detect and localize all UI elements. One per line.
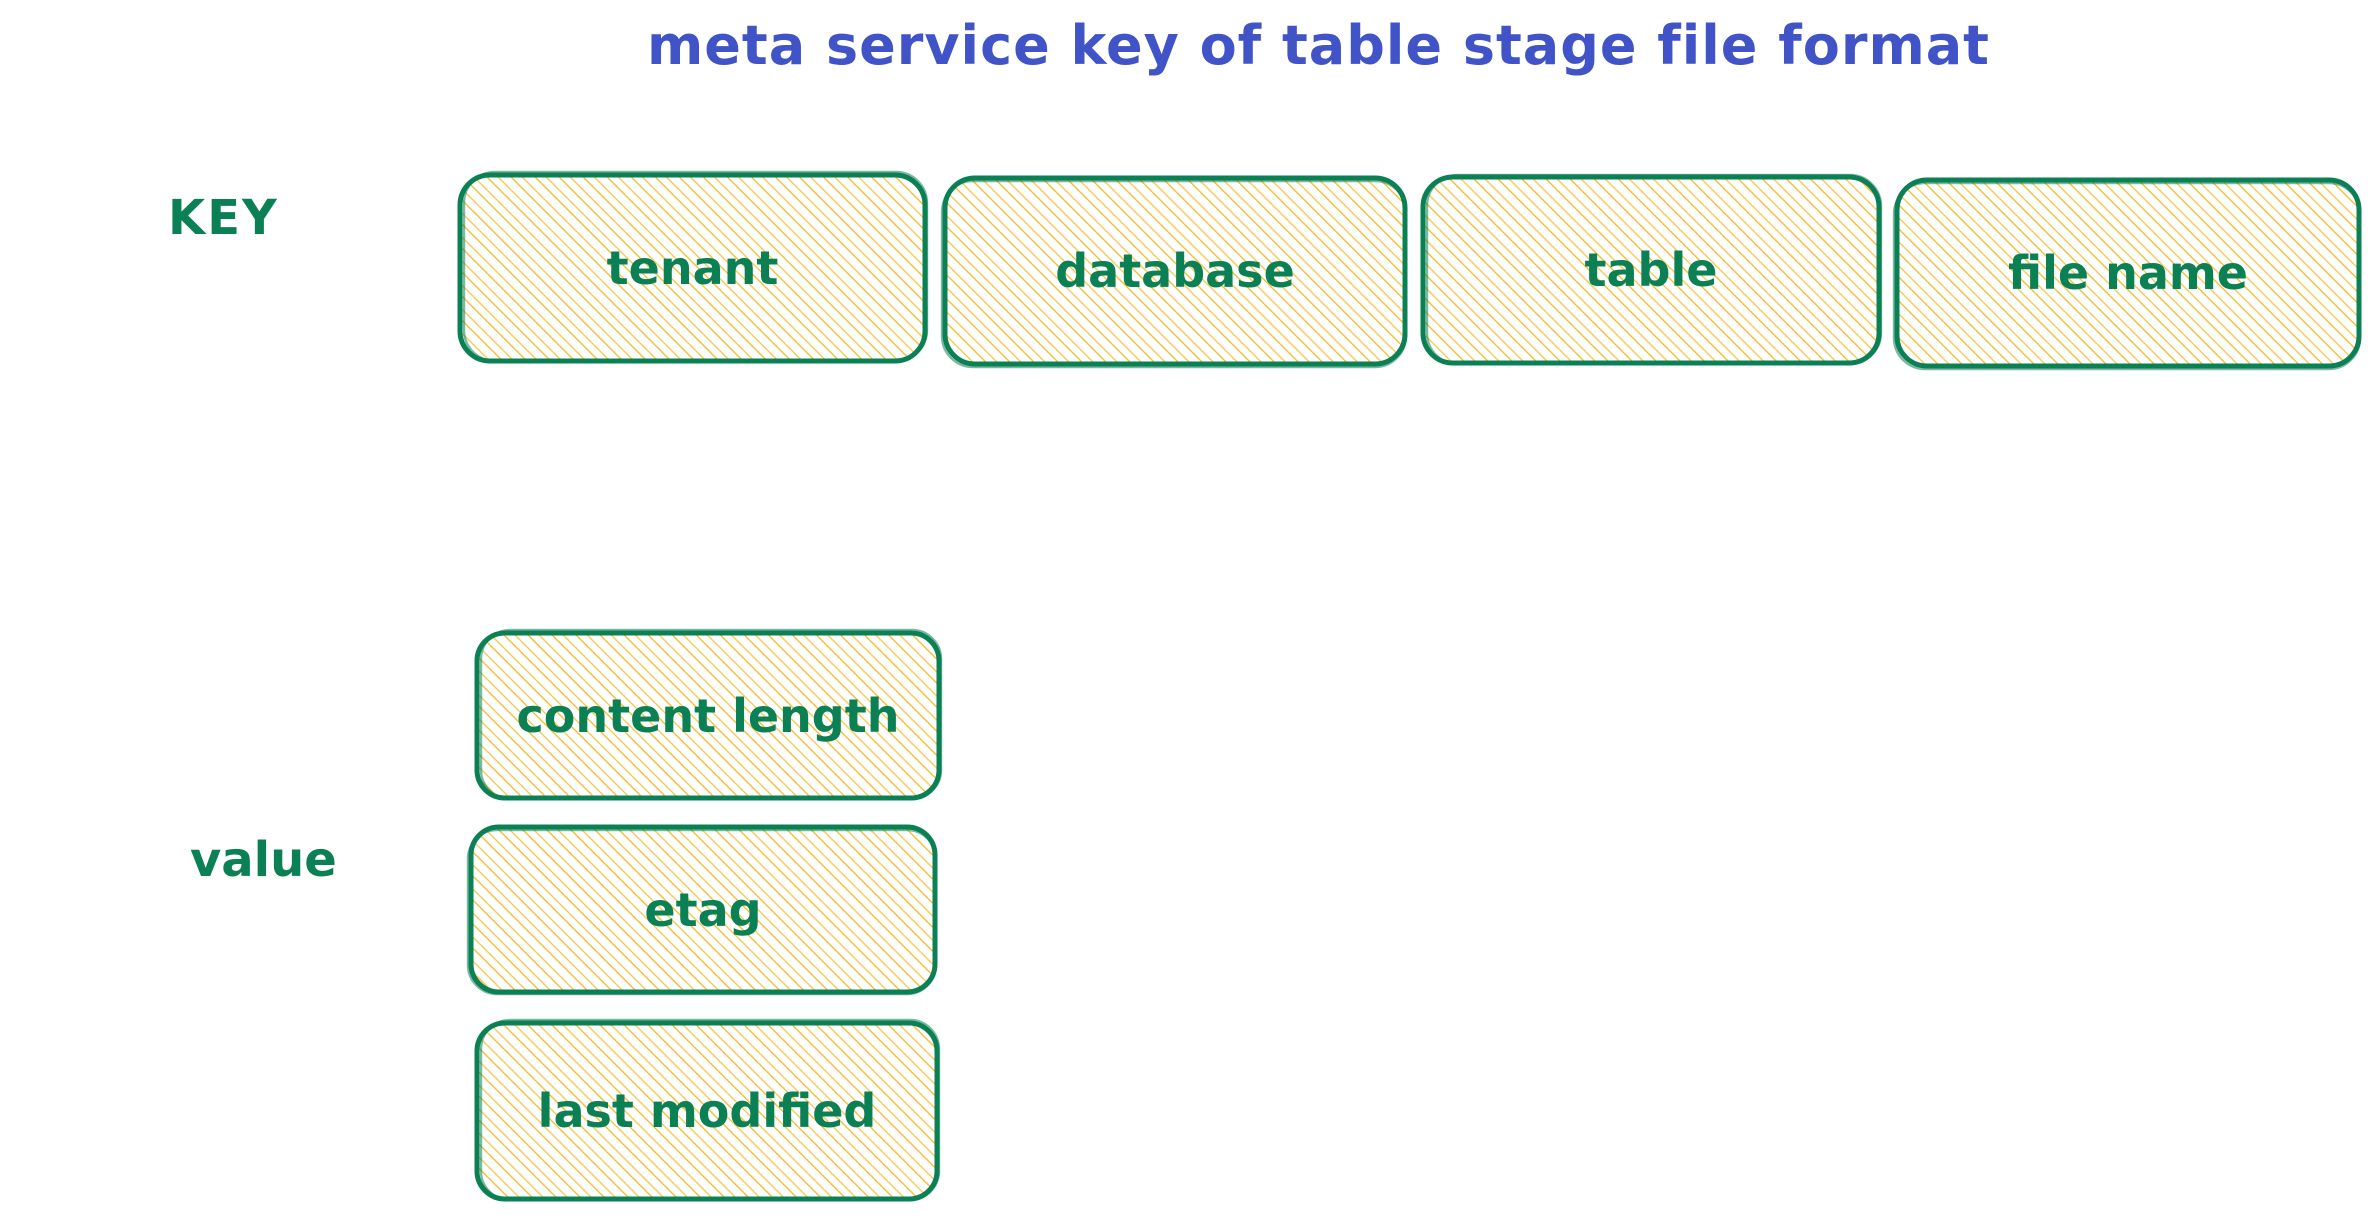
box-shape xyxy=(474,1018,941,1202)
key-box-tenant[interactable]: tenant xyxy=(455,170,930,366)
key-box-label: file name xyxy=(2008,246,2248,300)
box-shape xyxy=(1420,173,1883,366)
value-box-etag[interactable]: etag xyxy=(466,822,940,997)
key-box-label: database xyxy=(1055,244,1295,298)
box-shape xyxy=(466,824,938,996)
box-shape xyxy=(457,170,929,364)
key-box-table[interactable]: table xyxy=(1418,172,1884,368)
value-box-content-length[interactable]: content length xyxy=(472,628,944,803)
value-box-last-modified[interactable]: last modified xyxy=(472,1018,942,1204)
key-box-database[interactable]: database xyxy=(940,173,1410,369)
key-box-label: table xyxy=(1584,243,1718,297)
key-box-label: tenant xyxy=(606,241,779,295)
box-shape xyxy=(1892,177,2362,371)
value-box-label: content length xyxy=(516,688,900,743)
value-box-label: last modified xyxy=(537,1084,877,1138)
key-box-file-name[interactable]: file name xyxy=(1892,175,2364,371)
value-box-label: etag xyxy=(644,882,762,937)
box-shape xyxy=(940,175,1408,369)
page-title: meta service key of table stage file for… xyxy=(647,14,1990,77)
value-section-label: value xyxy=(190,832,337,888)
box-shape xyxy=(474,628,943,801)
key-section-label: KEY xyxy=(168,190,279,246)
